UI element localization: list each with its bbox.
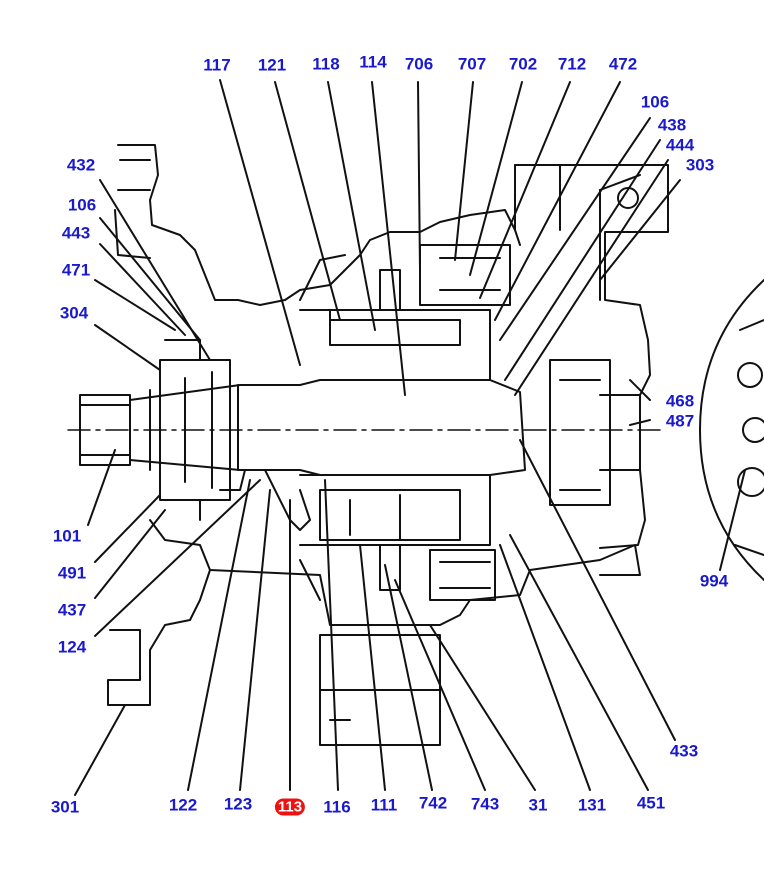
housing-lower — [107, 519, 211, 706]
callout-468[interactable]: 468 — [665, 391, 695, 411]
callout-437[interactable]: 437 — [57, 600, 87, 620]
callout-712[interactable]: 712 — [557, 54, 587, 74]
callout-111[interactable]: 111 — [370, 795, 398, 815]
callout-487[interactable]: 487 — [665, 411, 695, 431]
flange-top-inner — [114, 159, 151, 259]
callout-303[interactable]: 303 — [685, 155, 715, 175]
callout-742[interactable]: 742 — [418, 793, 448, 813]
callout-994[interactable]: 994 — [699, 571, 729, 591]
callout-706[interactable]: 706 — [404, 54, 434, 74]
callout-471[interactable]: 471 — [61, 260, 91, 280]
callout-117[interactable]: 117 — [203, 55, 231, 75]
callout-121[interactable]: 121 — [257, 55, 287, 75]
callout-122[interactable]: 122 — [168, 795, 198, 815]
callout-118[interactable]: 118 — [312, 54, 340, 74]
callout-443[interactable]: 443 — [61, 223, 91, 243]
callout-113-highlighted[interactable]: 113 — [274, 798, 306, 816]
callout-743[interactable]: 743 — [470, 794, 500, 814]
callout-451[interactable]: 451 — [636, 793, 666, 813]
callout-116[interactable]: 116 — [323, 797, 351, 817]
callout-114[interactable]: 114 — [359, 52, 387, 72]
callout-491[interactable]: 491 — [57, 563, 87, 583]
callout-124[interactable]: 124 — [57, 637, 87, 657]
callout-106-top[interactable]: 106 — [640, 92, 670, 112]
callout-438[interactable]: 438 — [657, 115, 687, 135]
callout-702[interactable]: 702 — [508, 54, 538, 74]
callout-101[interactable]: 101 — [52, 526, 82, 546]
callout-472[interactable]: 472 — [608, 54, 638, 74]
callout-301[interactable]: 301 — [50, 797, 80, 817]
callout-433[interactable]: 433 — [669, 741, 699, 761]
flange-top — [117, 144, 521, 306]
callout-31[interactable]: 31 — [528, 795, 548, 815]
output-shaft — [79, 394, 131, 466]
motor-housing — [699, 279, 764, 581]
callout-432[interactable]: 432 — [66, 155, 96, 175]
callout-123[interactable]: 123 — [223, 794, 253, 814]
callout-304[interactable]: 304 — [59, 303, 89, 323]
callout-707[interactable]: 707 — [457, 54, 487, 74]
callout-106-left[interactable]: 106 — [67, 195, 97, 215]
housing-right-block — [514, 164, 669, 549]
callout-131[interactable]: 131 — [577, 795, 607, 815]
callout-444[interactable]: 444 — [665, 135, 695, 155]
